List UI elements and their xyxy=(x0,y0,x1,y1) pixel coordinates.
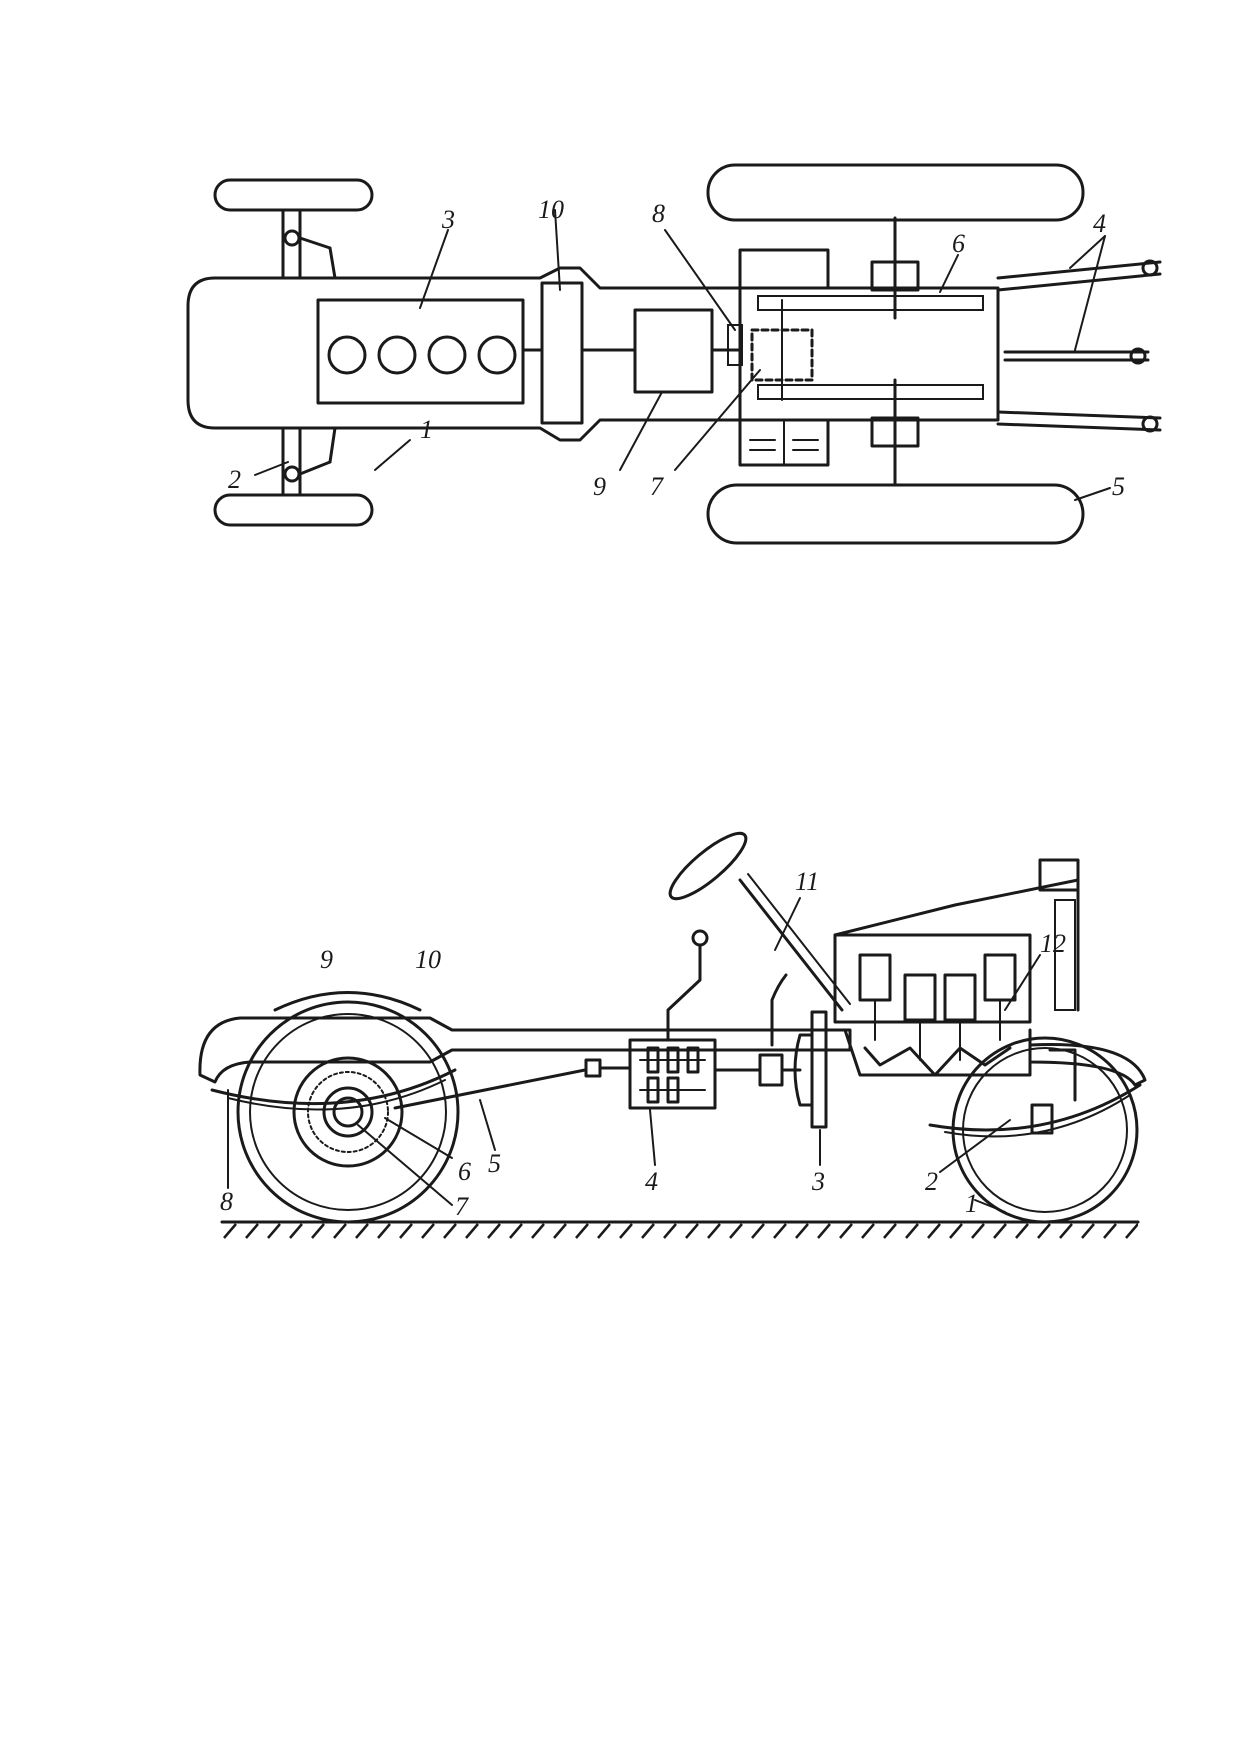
callout-side-2: 2 xyxy=(925,1167,938,1196)
gearbox-side xyxy=(628,1038,762,1110)
callout-side-10: 10 xyxy=(415,945,441,974)
callout-side-12: 12 xyxy=(1040,929,1066,958)
callout-leaders-top xyxy=(254,209,1111,501)
rear-wheel-upper xyxy=(706,163,1085,222)
callout-side-4: 4 xyxy=(645,1167,658,1196)
rear-wheel-side xyxy=(236,1000,460,1224)
main-frame xyxy=(198,1016,852,1084)
callout-side-5: 5 xyxy=(488,1149,501,1178)
rear-axle-housing xyxy=(738,286,1000,422)
front-wheel-upper xyxy=(213,178,374,212)
callout-7: 7 xyxy=(650,472,664,501)
final-drive-gear-upper xyxy=(757,295,984,311)
rear-wheel-lower xyxy=(706,483,1085,545)
cylinder xyxy=(377,335,417,375)
rear-hitch-linkage xyxy=(996,259,1162,433)
front-wheel-lower xyxy=(213,493,374,527)
clutch-pedal xyxy=(770,973,788,1047)
brake-units xyxy=(738,248,830,467)
callout-side-7: 7 xyxy=(455,1192,469,1221)
flywheel-clutch xyxy=(540,281,584,425)
cylinder xyxy=(477,335,517,375)
callout-side-11: 11 xyxy=(795,867,819,896)
cylinder xyxy=(427,335,467,375)
cylinder xyxy=(327,335,367,375)
rear-leaf-spring xyxy=(210,1068,457,1106)
callout-side-6: 6 xyxy=(458,1157,471,1186)
gear-lever xyxy=(666,943,702,1042)
steering-column xyxy=(738,878,844,1012)
engine-side xyxy=(833,858,1080,1135)
callout-10: 10 xyxy=(538,195,564,224)
callout-3: 3 xyxy=(441,205,455,234)
callout-side-1: 1 xyxy=(965,1189,978,1218)
callout-4: 4 xyxy=(1093,209,1106,238)
callout-9: 9 xyxy=(593,472,606,501)
steering-wheel xyxy=(668,831,748,901)
gearbox xyxy=(633,308,714,394)
propeller-shaft xyxy=(393,1066,597,1110)
callout-leaders-side xyxy=(227,897,1041,1213)
callout-6: 6 xyxy=(952,229,965,258)
callout-side-3: 3 xyxy=(811,1167,825,1196)
steering-linkage xyxy=(281,208,337,497)
ground-hatching xyxy=(222,1222,1138,1242)
callout-side-8: 8 xyxy=(220,1187,233,1216)
callout-1: 1 xyxy=(420,415,433,444)
final-drive-gear-lower xyxy=(757,384,984,400)
callout-2: 2 xyxy=(228,465,241,494)
callout-5: 5 xyxy=(1112,472,1125,501)
rear-fender xyxy=(273,991,422,1012)
bevel-gear xyxy=(727,324,743,366)
callout-8: 8 xyxy=(652,199,665,228)
front-leaf-spring xyxy=(928,1083,1142,1132)
clutch-side xyxy=(758,1010,828,1129)
callout-side-9: 9 xyxy=(320,945,333,974)
